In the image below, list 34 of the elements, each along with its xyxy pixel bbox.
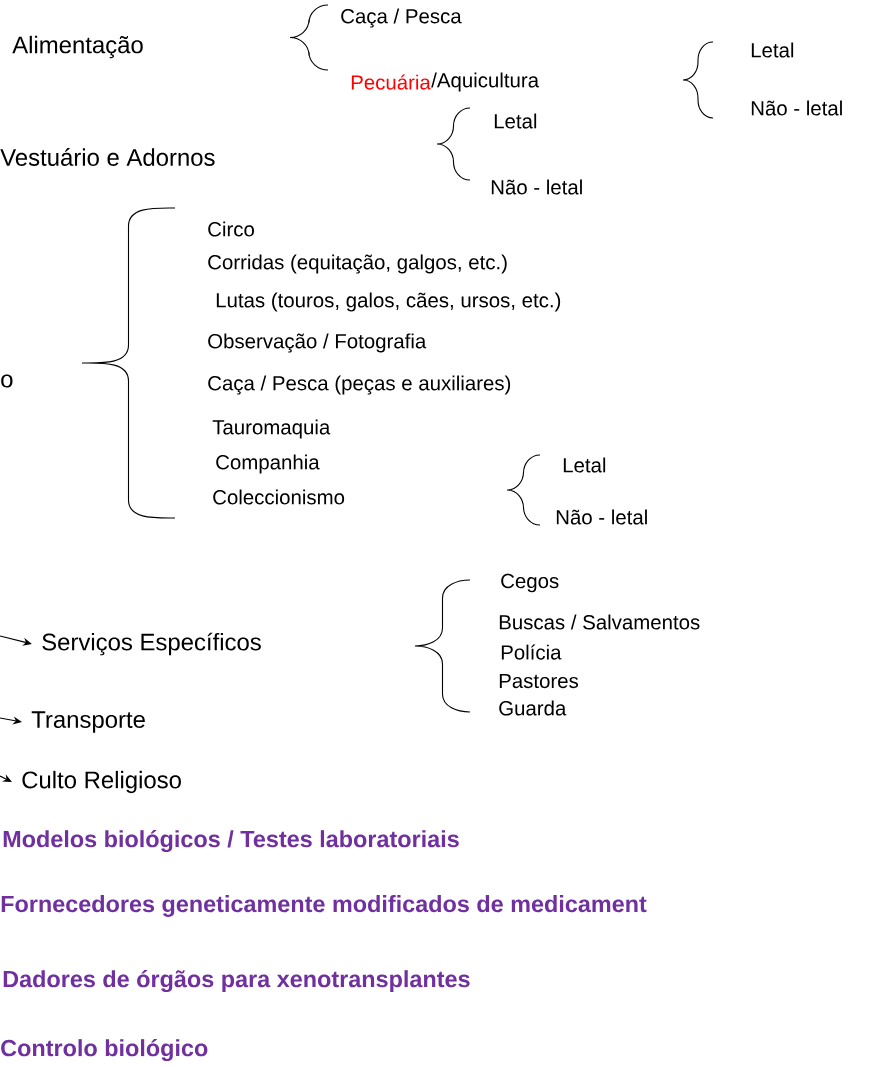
label: Pastores bbox=[499, 673, 579, 689]
label: Pecuária bbox=[351, 74, 431, 90]
label: Não - letal bbox=[751, 100, 842, 116]
label: Caça / Pesca (peças e auxiliares) bbox=[208, 375, 511, 395]
label: Fornecedores geneticamente modificados de medicament bbox=[1, 895, 647, 917]
label: Cegos bbox=[501, 573, 559, 593]
item-text: Serviços Específicos bbox=[42, 632, 261, 656]
label: Companhia bbox=[216, 454, 320, 474]
label: Buscas / Salvamentos bbox=[499, 614, 700, 630]
label: Circo bbox=[208, 221, 254, 237]
label: o bbox=[1, 374, 13, 388]
label: Lutas (touros, galos, cães, ursos, etc.) bbox=[216, 292, 561, 312]
label: Guarda bbox=[499, 700, 567, 716]
arrow bbox=[0, 635, 32, 646]
label: Observação / Fotografia bbox=[208, 333, 427, 353]
label: Não - letal bbox=[491, 179, 582, 195]
label: Polícia bbox=[501, 644, 562, 660]
label: Letal bbox=[494, 113, 537, 129]
arrow bbox=[0, 774, 12, 782]
label: Letal bbox=[563, 457, 606, 473]
label: Corridas (equitação, galgos, etc.) bbox=[208, 254, 507, 274]
label: Coleccionismo bbox=[213, 489, 345, 505]
label: Dadores de órgãos para xenotransplantes bbox=[3, 969, 470, 993]
label: Tauromaquia bbox=[212, 419, 331, 439]
label: /Aquicultura bbox=[431, 72, 540, 92]
label: Controlo biológico bbox=[1, 1038, 208, 1062]
label: Não - letal bbox=[556, 509, 647, 525]
item-text: Culto Religioso bbox=[22, 770, 181, 794]
item-text: Transporte bbox=[31, 711, 145, 733]
label: Modelos biológicos / Testes laboratoriais bbox=[3, 829, 459, 853]
label: Alimentação bbox=[12, 35, 143, 59]
label: Caça / Pesca bbox=[341, 8, 462, 28]
label: Vestuário e Adornos bbox=[0, 148, 215, 166]
label: Letal bbox=[751, 42, 794, 58]
